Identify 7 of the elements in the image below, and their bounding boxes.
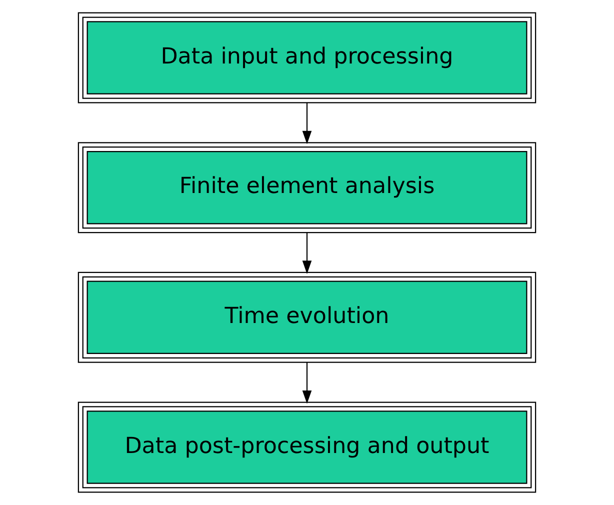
node-box: Data post-processing and output [78,402,536,493]
node-box: Finite element analysis [78,142,536,234]
node-box: Time evolution [78,272,536,363]
node-box: Data input and processing [78,12,536,104]
arrow [302,102,312,144]
arrow [302,362,312,404]
arrow [302,232,312,274]
